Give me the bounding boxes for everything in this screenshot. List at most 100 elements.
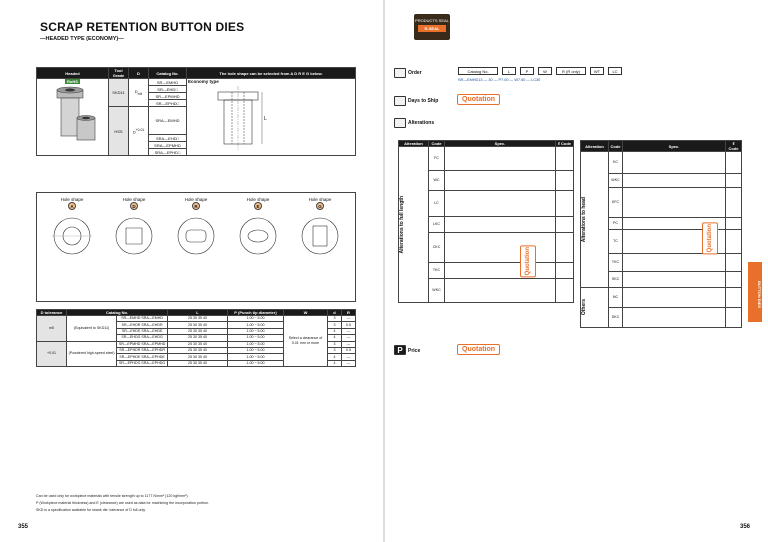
r-value: — — [341, 314, 356, 323]
order-box-catalog: Catalog No. — [458, 67, 498, 75]
alt-lcode — [555, 170, 574, 191]
dimensions-table: D tolerance Catalog No. L P (Punch tip d… — [36, 309, 356, 368]
alt-code: FC — [428, 146, 445, 171]
days-to-ship-label: Days to Ship — [408, 98, 439, 104]
alterations-label: Alterations — [408, 120, 435, 126]
type-b-cell: (Powdered high-speed steel) — [65, 340, 118, 368]
r-value: — — [341, 353, 356, 361]
catalog-pair: SR—EPMHD SRA—EPMHD — [116, 340, 168, 348]
hole-d-icon — [115, 217, 153, 255]
p-values: 1.00 ~ 5.00 — [227, 346, 284, 355]
catalog-cell: SR—EPHD□ — [148, 99, 187, 107]
r-value: — — [341, 340, 356, 348]
catalog-pair: SR—EHDG SRA—EHDG — [116, 334, 168, 342]
hole-letter: R — [192, 202, 200, 210]
catalog-cell: SR—EHD□ — [148, 85, 187, 93]
page-title: SCRAP RETENTION BUTTON DIES — [40, 20, 245, 34]
rohs-badge: RoHS — [65, 79, 80, 84]
p-values: 1.00 ~ 5.00 — [227, 359, 284, 368]
alt-spec — [622, 173, 726, 188]
hole-letter: A — [68, 202, 76, 210]
hole-label: Hole shape — [60, 197, 84, 202]
alt-left-group-cell: Alterations to full length — [398, 146, 429, 303]
note-3: SKD is a specification available for sha… — [36, 508, 146, 512]
catalog-sr: SR—EPMHD — [118, 341, 141, 346]
quotation-badge-head: Quotation — [702, 222, 718, 255]
alt-header-alteration: Alteration — [580, 140, 609, 152]
tol-cell-a: m5 — [36, 315, 67, 342]
alt-code: TKC — [608, 253, 623, 272]
d-cell-a: Dm5 — [128, 78, 149, 107]
catalog-pair: SR—EHDR SRA—EHDR — [116, 321, 168, 329]
alt-code: WKC — [428, 278, 445, 303]
alt-lcode — [555, 232, 574, 263]
alt-spec — [622, 271, 726, 288]
hole-r-icon — [177, 217, 215, 255]
tool-grade-skd: SKD11 — [108, 78, 129, 107]
order-icon — [394, 68, 406, 78]
order-box-w: W — [538, 67, 552, 75]
catalog-sr: SR—EPHDE — [119, 354, 141, 359]
r-value: 0.5 — [341, 346, 356, 355]
d-cell-b: D+0.01 — [128, 106, 149, 156]
header-d: D — [128, 67, 149, 79]
truck-icon — [394, 96, 406, 106]
alterations-table-left: Alteration Code Spec. ℓ Code Alterations… — [398, 140, 574, 303]
header-tool-grade: Tool Grade — [108, 67, 129, 79]
alt-code: KFC — [608, 187, 623, 218]
catalog-pair: SR—EPHDE SRA—EPHDE — [116, 353, 168, 361]
catalog-sra: SRA—EHDG — [141, 335, 163, 340]
hole-a-icon — [52, 217, 92, 255]
order-box-wt: WT — [590, 67, 604, 75]
alt-code: CKC — [428, 232, 445, 263]
quotation-badge-ship: Quotation — [457, 94, 501, 105]
alt-lcode — [555, 262, 574, 279]
p-values: 1.00 ~ 5.00 — [227, 334, 284, 342]
cross-section-drawing: L — [217, 86, 267, 150]
logo-bottom-text: R-SEAL — [418, 25, 446, 32]
hole-label: Hole shape — [122, 197, 146, 202]
side-tab-button-dies[interactable]: BUTTON DIES — [748, 262, 762, 322]
hole-letter: E — [254, 202, 262, 210]
alt-spec — [444, 278, 556, 303]
catalog-sr: SR—EMHD — [121, 316, 141, 321]
catalog-cell: SR—EPMHD — [148, 92, 187, 100]
hole-label: Hole shape — [308, 197, 332, 202]
selection-table: Headed Tool Grade D Catalog No. The hole… — [36, 67, 356, 156]
header-headed: Headed — [36, 67, 109, 79]
hole-shape-g: Hole shape G — [291, 197, 349, 258]
note-2: P (Workpiece material thickness) and E (… — [36, 501, 209, 505]
alt-code: DKC — [608, 307, 623, 328]
alt-code: TKC — [428, 262, 445, 279]
p-values: 1.00 ~ 5.00 — [227, 321, 284, 329]
catalog-pair: SR—EHDE SRA—EHDE — [116, 327, 168, 336]
tol-note-cell: Select a clearance of 0.01 mm or more — [283, 314, 328, 368]
alt-lcode — [555, 216, 574, 233]
catalog-sra: SRA—EPHDE — [141, 354, 165, 359]
hole-shape-r: Hole shape R — [167, 197, 225, 258]
button-die-drawing — [56, 86, 95, 141]
d-value: 4 — [327, 359, 342, 368]
alt-lcode — [555, 190, 574, 217]
alt-lcode — [725, 229, 742, 254]
catalog-pair: SR—EPHDG SRA—EPHDG — [116, 359, 168, 368]
type-a-cell: (Equivalent to SKD11) — [65, 315, 118, 342]
catalog-sr: SR—EHDG — [121, 335, 141, 340]
r-value: 0.5 — [341, 321, 356, 329]
catalog-sr: SR—EPHDG — [119, 360, 141, 365]
wrench-icon — [394, 118, 406, 128]
alt-spec — [622, 287, 726, 308]
hole-shape-a: Hole shape A — [43, 197, 101, 258]
r-value: — — [341, 327, 356, 336]
alt-code: NC — [608, 287, 623, 308]
alt-spec — [444, 232, 556, 263]
catalog-sr: SR—EHDE — [121, 328, 141, 333]
note-1: Can be used only for workpiece materials… — [36, 494, 189, 498]
alt-spec — [622, 151, 726, 174]
alt-spec — [444, 170, 556, 191]
p-values: 1.00 ~ 5.00 — [227, 353, 284, 361]
price-label: Price — [408, 348, 421, 354]
header-p: P (Punch tip diameter) — [227, 309, 284, 316]
catalog-cell: SRA—EMHD — [148, 106, 187, 135]
alt-lcode — [725, 307, 742, 328]
